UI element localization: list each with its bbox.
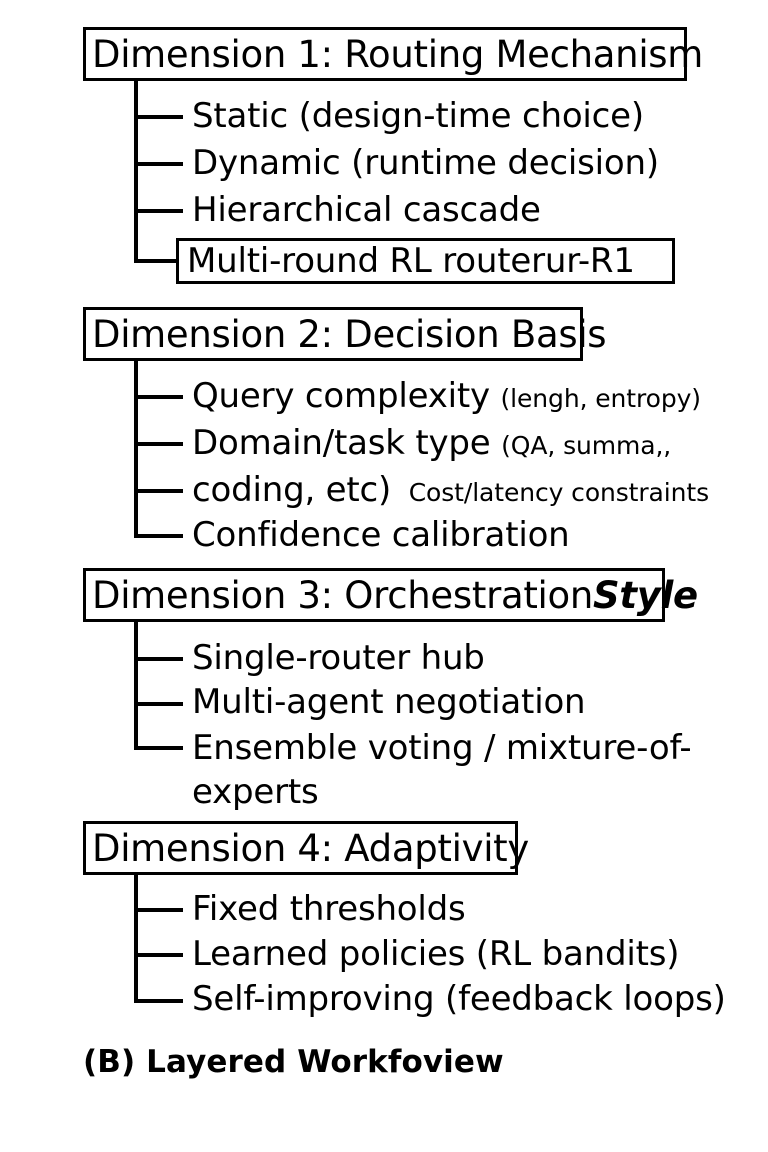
dimension-2-item-3-label: coding, etc) — [192, 470, 392, 510]
dimension-2-trunk-line — [134, 361, 138, 538]
dimension-2-branch-line-4 — [134, 534, 183, 538]
dimension-2-branch-line-3 — [134, 489, 183, 493]
dimension-3-item-1-label: Single-router hub — [192, 638, 485, 678]
dimension-1-item-1: Static (design-time choice) — [192, 96, 644, 136]
dimension-4-branch-line-1 — [134, 908, 183, 912]
dimension-1-branch-line-2 — [134, 162, 183, 166]
dimension-1-item-4-label: Multi-round RL routerur-R1 — [187, 241, 635, 281]
dimension-4-trunk-line — [134, 875, 138, 1003]
dimension-1-item-2: Dynamic (runtime decision) — [192, 143, 659, 183]
dimension-1-item-3-label: Hierarchical cascade — [192, 190, 541, 230]
dimension-2-item-3: coding, etc) Cost/latency constraints — [192, 470, 709, 513]
dimension-1-item-4-box: Multi-round RL routerur-R1 — [176, 238, 675, 284]
dimension-4-item-1-label: Fixed thresholds — [192, 889, 466, 929]
dimension-3-header-label: Dimension 3: OrchestrationStyle — [86, 577, 704, 614]
dimension-4-header-box: Dimension 4: Adaptivity — [83, 821, 529, 875]
dimension-4-item-1: Fixed thresholds — [192, 889, 466, 929]
dimension-3-branch-line-2 — [134, 702, 183, 706]
dimension-2-item-4: Confidence calibration — [192, 515, 570, 555]
dimension-2-item-1-note: (lengh, entropy) — [500, 384, 702, 413]
dimension-2-header-label: Dimension 2: Decision Basis — [92, 312, 607, 356]
dimension-2-item-4-label: Confidence calibration — [192, 515, 570, 555]
dimension-3-header-box: Dimension 3: OrchestrationStyle — [83, 568, 698, 622]
dimension-1-branch-line-1 — [134, 115, 183, 119]
dimension-2-item-2: Domain/task type (QA, summa,, — [192, 423, 671, 466]
dimension-3-item-2-label: Multi-agent negotiation — [192, 682, 586, 722]
dimension-2-item-1-label: Query complexity — [192, 376, 490, 416]
dimension-3-header-emphasis: Style — [593, 573, 698, 617]
dimension-2-item-3-note: Cost/latency constraints — [408, 478, 709, 507]
dimension-3-branch-line-3 — [134, 746, 183, 750]
dimension-4-item-2-label: Learned policies (RL bandits) — [192, 934, 680, 974]
dimension-4-header-label: Dimension 4: Adaptivity — [92, 826, 529, 870]
dimension-4-item-3: Self-improving (feedback loops) — [192, 979, 726, 1019]
dimension-1-trunk-line — [134, 81, 138, 263]
dimension-1-item-3: Hierarchical cascade — [192, 190, 541, 230]
dimension-2-item-2-note: (QA, summa,, — [501, 431, 672, 460]
dimension-1-header-label: Dimension 1: Routing Mechanism — [92, 32, 704, 76]
dimension-4-branch-line-2 — [134, 953, 183, 957]
dimension-4-item-3-label: Self-improving (feedback loops) — [192, 979, 726, 1019]
dimension-2-item-1: Query complexity (lengh, entropy) — [192, 376, 701, 419]
dimension-1-item-1-label: Static (design-time choice) — [192, 96, 644, 136]
dimension-3-header-main: Dimension 3: Orchestration — [92, 573, 594, 617]
dimension-1-branch-line-4 — [134, 259, 179, 263]
dimension-3-item-1: Single-router hub — [192, 638, 485, 678]
dimension-3-item-2: Multi-agent negotiation — [192, 682, 586, 722]
dimension-2-branch-line-1 — [134, 395, 183, 399]
dimension-2-branch-line-2 — [134, 442, 183, 446]
dimension-1-branch-line-3 — [134, 209, 183, 213]
dimension-1-header-box: Dimension 1: Routing Mechanism — [83, 27, 703, 81]
dimension-3-item-3-label: Ensemble voting / mixture-of-experts — [192, 728, 692, 812]
dimension-4-branch-line-3 — [134, 999, 183, 1003]
dimension-3-branch-line-1 — [134, 657, 183, 661]
dimension-2-header-box: Dimension 2: Decision Basis — [83, 307, 607, 361]
dimension-2-item-2-label: Domain/task type — [192, 423, 491, 463]
dimension-1-item-2-label: Dynamic (runtime decision) — [192, 143, 659, 183]
dimension-3-trunk-line — [134, 622, 138, 750]
figure-caption: (B) Layered Workfoview — [83, 1044, 504, 1080]
dimension-4-item-2: Learned policies (RL bandits) — [192, 934, 680, 974]
dimension-3-item-3: Ensemble voting / mixture-of-experts — [192, 726, 752, 814]
